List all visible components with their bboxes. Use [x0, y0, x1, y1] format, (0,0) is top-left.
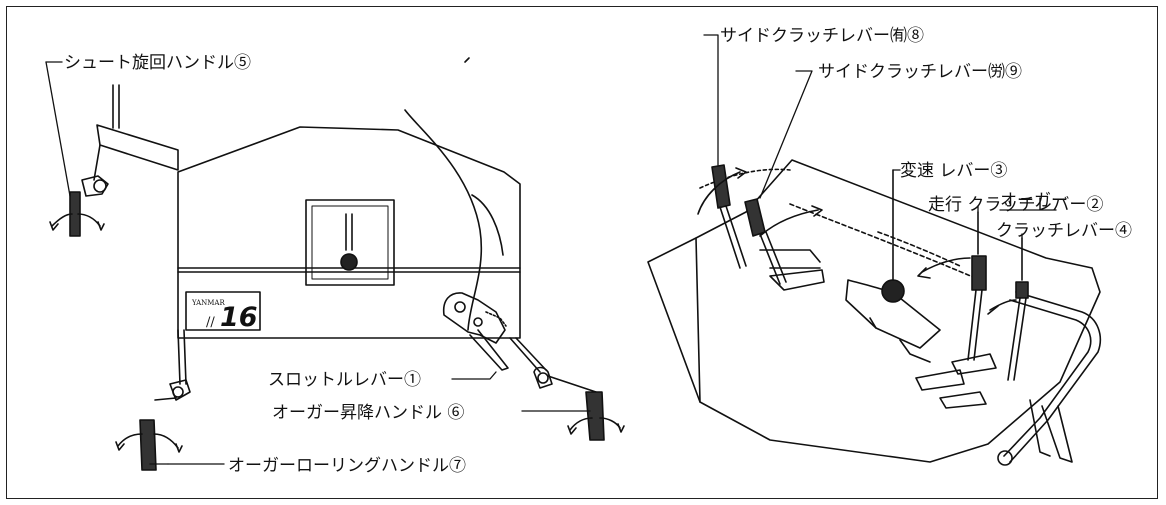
plate-model-number: 16 [220, 302, 258, 333]
auger-rolling-handle [115, 379, 191, 471]
side-clutch-lever-right [697, 164, 747, 269]
side-clutch-lever-left [744, 198, 823, 285]
label-chute-rotation-handle: シュート旋回ハンドル⑤ [64, 53, 251, 73]
shift-lever [881, 169, 971, 303]
throttle-lever-assembly [442, 292, 509, 371]
control-panel [647, 159, 1101, 463]
model-plate [185, 291, 261, 331]
auger-clutch-lever [987, 237, 1029, 381]
chute-rotation-handle [49, 84, 179, 237]
plate-brand: YANMAR [191, 299, 225, 307]
label-auger-rolling-handle: オーガーローリングハンドル⑦ [228, 456, 466, 476]
label-shift-lever: 変速 レバー③ [900, 161, 1007, 181]
travel-clutch-lever [967, 211, 987, 361]
label-side-clutch-right: サイドクラッチレバー㈲⑧ [720, 26, 924, 46]
auger-lift-handle [533, 366, 625, 441]
label-auger-lift-handle: オーガー昇降ハンドル ⑥ [272, 403, 464, 423]
label-auger-clutch-line2: クラッチレバー④ [996, 221, 1132, 241]
plate-model-prefix: // [206, 315, 215, 330]
label-throttle-lever: スロットルレバー① [268, 370, 421, 390]
frame-struts [177, 329, 547, 385]
label-travel-clutch-lever: 走行 クラッチレバー② [928, 195, 1103, 215]
leader-lines [45, 34, 1057, 465]
figure-frame [6, 6, 1158, 499]
handlebar [997, 291, 1102, 466]
gauge-window [305, 199, 395, 286]
label-auger-clutch-line1: オーガー [1000, 191, 1068, 211]
label-side-clutch-left: サイドクラッチレバー㈸⑨ [818, 62, 1022, 82]
engine-housing [177, 109, 521, 339]
